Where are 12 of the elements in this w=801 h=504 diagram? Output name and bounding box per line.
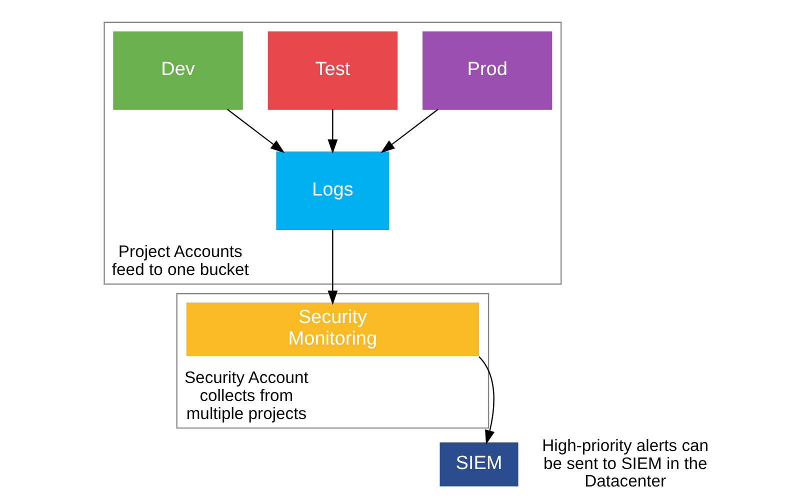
arrow <box>380 108 438 153</box>
arrow <box>328 230 338 305</box>
node-box: Security Monitoring <box>186 302 480 356</box>
node-box: SIEM <box>440 442 518 486</box>
node-box: Test <box>268 31 398 110</box>
arrow <box>227 108 285 153</box>
node-box: Logs <box>276 151 390 230</box>
arrow <box>328 109 338 154</box>
node-box: Prod <box>422 31 552 110</box>
node-label: High-priority alerts can be sent to SIEM in the Datacenter <box>542 436 709 491</box>
arrow <box>478 356 495 444</box>
node-box: Dev <box>113 31 243 110</box>
